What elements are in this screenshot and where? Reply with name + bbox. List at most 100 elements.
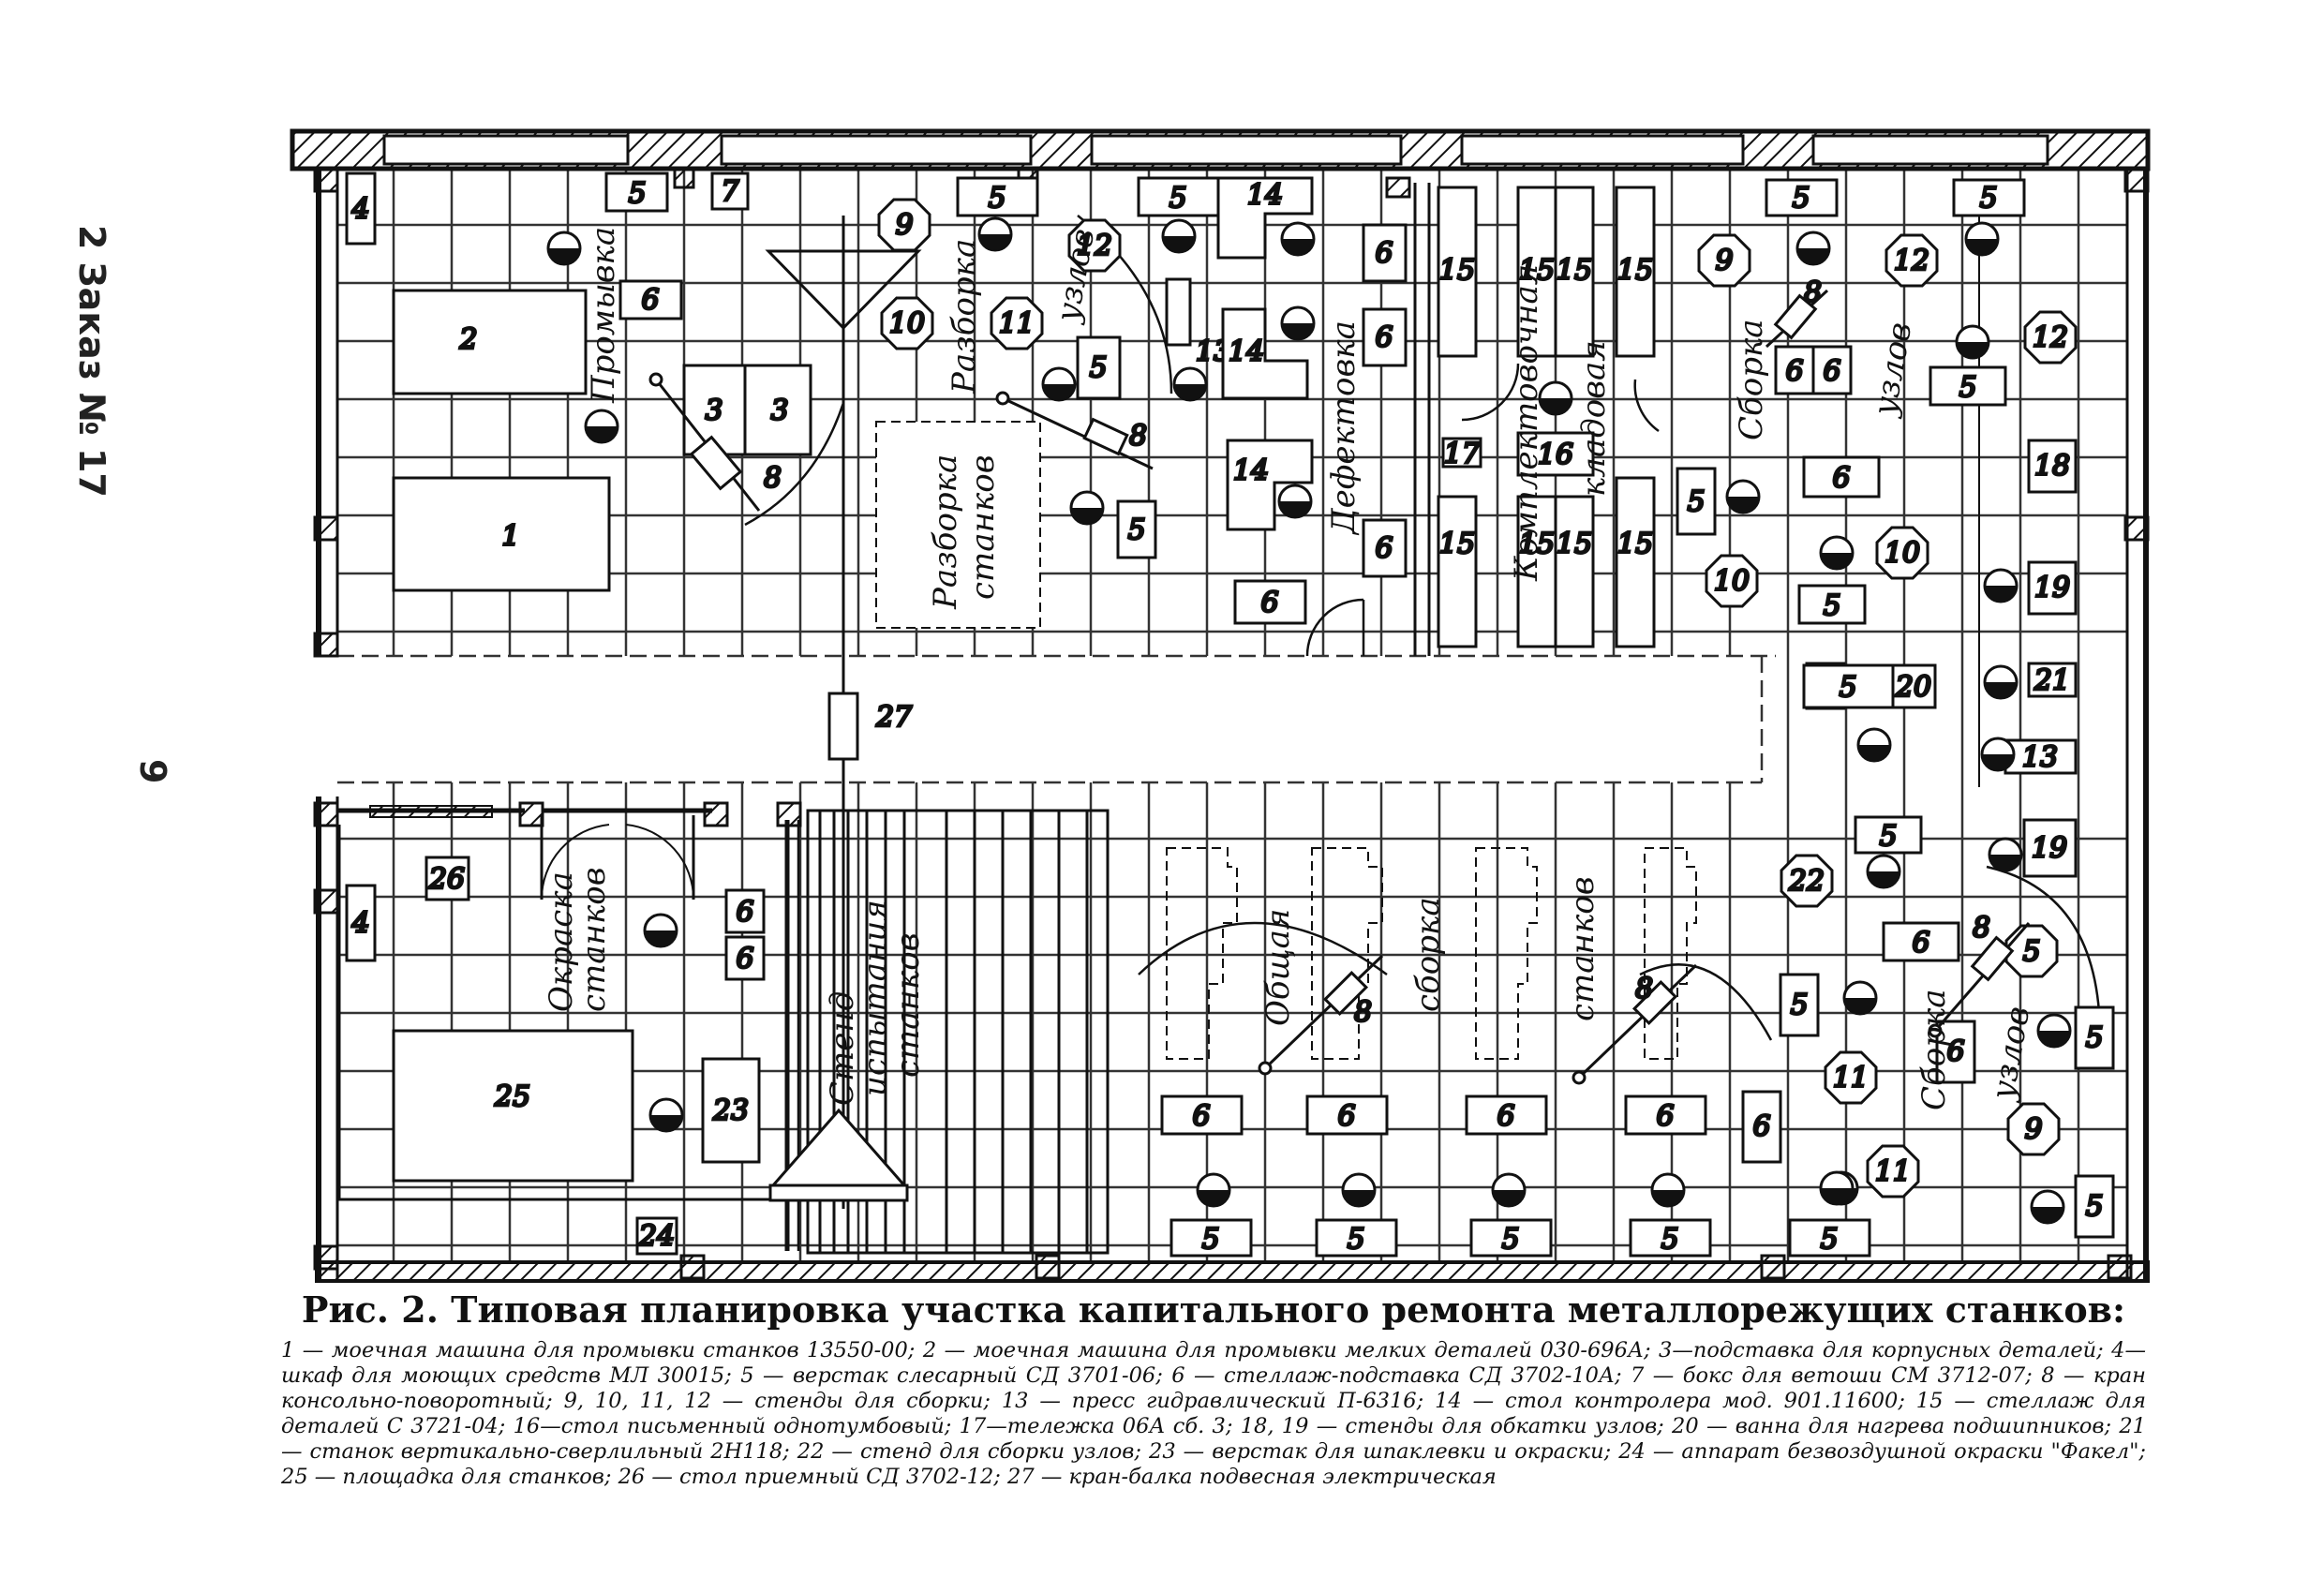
rack-6-j: 6	[1935, 1020, 1976, 1084]
assembly-stand-1: 9	[877, 198, 931, 252]
worker-marker-27	[643, 913, 678, 948]
svg-text:6: 6	[1260, 587, 1278, 619]
worker-marker-32	[1650, 1172, 1686, 1208]
svg-text:станков: станков	[964, 454, 1002, 600]
press-13-b: 13	[2004, 738, 2078, 776]
svg-text:6: 6	[1912, 927, 1929, 960]
outer-wall-top	[290, 128, 2151, 171]
bench-23: 23	[701, 1057, 761, 1164]
svg-text:1: 1	[501, 520, 519, 553]
assembly-stand-label: 22	[1788, 865, 1825, 898]
svg-text:5: 5	[1823, 589, 1840, 622]
svg-text:8: 8	[1354, 996, 1372, 1029]
assembly-stand-9: 10	[1705, 554, 1759, 608]
svg-text:24: 24	[638, 1220, 675, 1253]
svg-text:15: 15	[1439, 254, 1475, 287]
zone-disassembly-units: Разборка	[946, 239, 983, 395]
floor-grid-bottom	[337, 656, 2127, 1260]
assembly-stand-4: 12	[1067, 218, 1122, 273]
svg-text:8: 8	[1973, 912, 1990, 945]
rack-6-n: 6	[1160, 1094, 1244, 1136]
bench-5-s: 5	[1629, 1218, 1712, 1258]
rack-6-p: 6	[1465, 1094, 1548, 1136]
swing-crane-8-a: 8	[648, 372, 783, 512]
worker-marker-7	[1172, 366, 1208, 402]
svg-text:4: 4	[350, 193, 369, 226]
svg-text:5: 5	[1792, 182, 1810, 215]
worker-marker-9	[1280, 305, 1316, 341]
svg-text:5: 5	[1839, 671, 1856, 704]
assembly-stand-label: 10	[889, 307, 925, 340]
equipment: 1 2 3 3 4 4 7 5 5 5 5 5 5 5 5 5 5 5 5 5 …	[345, 171, 2115, 1258]
bench-5-q: 5	[1315, 1218, 1398, 1258]
svg-text:8: 8	[1129, 420, 1147, 453]
bench-5-i: 5	[1929, 365, 2007, 407]
svg-text:5: 5	[1347, 1223, 1364, 1256]
svg-text:27: 27	[875, 701, 913, 734]
box-7: 7	[710, 171, 750, 211]
zone-washing: Промывка	[585, 227, 622, 404]
svg-text:6: 6	[736, 943, 753, 975]
rack-6-e: 6	[1233, 579, 1307, 625]
svg-text:6: 6	[1752, 1110, 1770, 1143]
stand-3b: 3	[743, 364, 812, 456]
assembly-stand-14: 9	[2006, 1102, 2061, 1156]
svg-text:15: 15	[1519, 254, 1555, 287]
trolley-17: 17	[1441, 437, 1482, 472]
worker-marker-5	[1069, 490, 1105, 526]
svg-text:13: 13	[2022, 741, 2058, 774]
svg-text:5: 5	[1979, 182, 1997, 215]
zone-painting-1: Окраска	[543, 871, 580, 1012]
assembly-stand-13: 11	[1866, 1144, 1920, 1198]
zone-test-3: станков	[889, 932, 927, 1078]
worker-marker-31	[1491, 1172, 1527, 1208]
svg-text:5: 5	[1790, 989, 1808, 1021]
zone-units-top: узлов	[1866, 320, 1919, 421]
bench-5-n: 5	[2074, 1005, 2115, 1070]
svg-text:5: 5	[1201, 1223, 1219, 1256]
worker-marker-4	[1041, 366, 1077, 402]
svg-text:7: 7	[721, 175, 739, 208]
svg-text:23: 23	[712, 1094, 749, 1127]
assembly-stand-7: 12	[2023, 310, 2078, 365]
svg-text:6: 6	[1785, 355, 1803, 388]
rack-6-i: 6	[1882, 921, 1960, 962]
parts-rack-15-c: 15	[1554, 186, 1595, 358]
drill-21: 21	[2027, 662, 2078, 699]
svg-text:6: 6	[641, 284, 659, 317]
svg-text:5: 5	[1661, 1223, 1678, 1256]
assembly-stand-2: 10	[880, 296, 934, 350]
rack-6-c: 6	[1362, 307, 1408, 367]
assembly-stand-label: 12	[2033, 321, 2068, 354]
worker-marker-15	[1955, 324, 1990, 360]
svg-text:19: 19	[2032, 832, 2067, 865]
svg-text:4: 4	[350, 907, 369, 940]
swing-crane-8-e: 8	[1572, 963, 1698, 1085]
washing-machine-1: 1	[392, 476, 611, 592]
assembly-stand-label: 12	[1077, 230, 1112, 262]
svg-text:6: 6	[1375, 237, 1393, 270]
zone-defect: Дефектовка	[1325, 320, 1363, 536]
worker-marker-2	[584, 409, 619, 444]
assembly-stand-label: 9	[895, 209, 913, 242]
svg-text:2: 2	[458, 323, 477, 356]
test-stand-18: 18	[2027, 439, 2078, 494]
machine-area-25: 25	[392, 1029, 634, 1183]
worker-marker-23	[1842, 980, 1878, 1016]
rack-6-m: 6	[724, 935, 766, 981]
paint-unit-24: 24	[635, 1216, 678, 1256]
assembly-stand-label: 11	[999, 307, 1035, 340]
bench-5-a: 5	[604, 171, 669, 213]
svg-text:6: 6	[1656, 1100, 1674, 1133]
parts-rack-15-g: 15	[1554, 495, 1595, 648]
parts-rack-15-a: 15	[1437, 186, 1478, 358]
svg-text:5: 5	[1501, 1223, 1519, 1256]
svg-text:14: 14	[1233, 454, 1269, 487]
worker-marker-20	[1856, 727, 1892, 763]
assembly-stand-label: 5	[2022, 935, 2040, 968]
bench-5-o: 5	[2074, 1174, 2115, 1239]
zone-assembly-units-bottom: Сборка	[1915, 989, 1953, 1110]
svg-text:6: 6	[1192, 1100, 1210, 1133]
outer-wall-left-top	[316, 169, 339, 656]
svg-text:8: 8	[1804, 276, 1822, 309]
